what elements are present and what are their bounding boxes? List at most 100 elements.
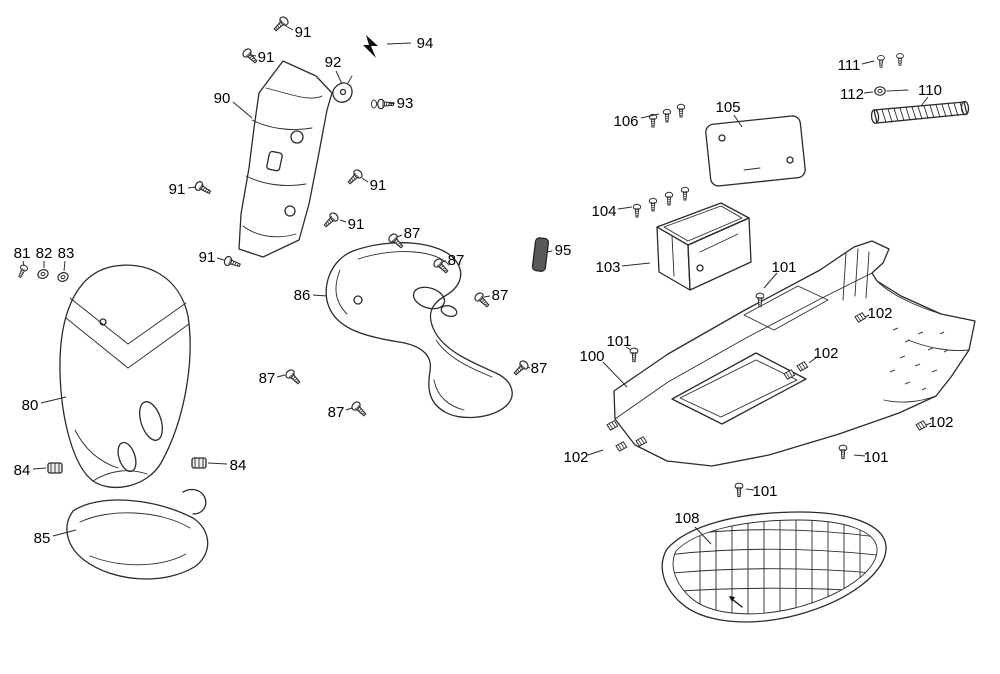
callout-label-102: 102: [563, 449, 588, 466]
callout-label-106: 106: [613, 113, 638, 130]
part-87-screw: [386, 231, 406, 251]
part-94-hook: [363, 35, 378, 58]
leader-line-87: [483, 295, 491, 298]
direction-arrow-icon: [729, 596, 735, 602]
floor-panel-texture: [889, 327, 949, 391]
callout-label-91: 91: [258, 49, 275, 66]
callout-label-108: 108: [674, 510, 699, 527]
callout-label-87: 87: [259, 370, 276, 387]
callout-label-111: 111: [838, 57, 861, 74]
callout-label-91: 91: [370, 177, 387, 194]
leader-line-104: [617, 206, 633, 210]
part-102-clip: [795, 360, 809, 373]
part-86-front-fender: [325, 242, 513, 419]
callout-label-90: 90: [214, 90, 231, 107]
part-106-screws: [648, 103, 686, 128]
leader-line-80: [40, 396, 67, 404]
callout-label-87: 87: [328, 404, 345, 421]
callout-label-85: 85: [34, 530, 51, 547]
part-104-screw: [680, 186, 690, 201]
part-104-screws: [632, 186, 690, 218]
callout-label-101: 101: [752, 483, 777, 500]
callout-label-110: 110: [918, 82, 942, 99]
part-87-screw: [349, 399, 369, 419]
part-103-battery-box: [656, 202, 752, 291]
part-106-screw: [676, 103, 686, 118]
part-81-screw: [15, 263, 29, 280]
leader-line-93: [388, 102, 396, 105]
leader-line-112: [863, 91, 874, 94]
leader-line-101: [763, 272, 778, 289]
part-110-cross-bar: [870, 100, 970, 124]
part-102-clip: [853, 311, 867, 324]
callout-label-92: 92: [325, 54, 342, 71]
callout-label-101: 101: [863, 449, 888, 466]
leader-line-102: [925, 422, 932, 426]
part-83-washer: [56, 270, 70, 284]
leader-line-101: [625, 346, 632, 351]
part-102-clip: [914, 419, 928, 432]
callout-label-102: 102: [867, 305, 892, 322]
leader-line-95: [546, 250, 553, 253]
part-93-screw: [371, 98, 395, 110]
callout-label-101: 101: [771, 259, 796, 276]
part-91-screw: [222, 254, 242, 271]
part-105-plate: [705, 115, 806, 187]
part-80-front-cover: [59, 264, 191, 489]
part-101-screw: [838, 444, 848, 460]
leader-line-105: [733, 114, 743, 128]
callout-label-112: 112: [840, 86, 864, 103]
callout-label-100: 100: [579, 348, 604, 365]
leader-line-106: [640, 113, 660, 119]
leader-line-90: [232, 101, 253, 119]
leader-line-83: [63, 260, 66, 272]
part-102-clip: [614, 440, 628, 453]
leader-line-91: [361, 177, 369, 183]
callout-label-91: 91: [199, 249, 216, 266]
callout-label-104: 104: [591, 203, 616, 220]
leader-line-85: [52, 529, 77, 537]
callout-label-102: 102: [928, 414, 953, 431]
part-87-screw: [472, 290, 492, 310]
leader-line-92: [335, 70, 343, 85]
callout-label-94: 94: [417, 35, 434, 52]
leader-line-81: [22, 260, 25, 267]
leader-line-111: [861, 60, 875, 65]
leader-line-87: [345, 407, 353, 411]
part-104-screw: [664, 191, 674, 206]
leader-line-103: [621, 262, 651, 267]
part-84-clip-right: [191, 457, 207, 469]
part-106-screw: [662, 108, 672, 123]
leader-line-86: [312, 294, 328, 297]
part-87-screws: [283, 231, 531, 419]
part-91-screw: [321, 210, 341, 230]
leader-line-91: [187, 186, 197, 189]
callout-label-84: 84: [230, 457, 247, 474]
part-101-screws: [629, 292, 848, 498]
callout-label-87: 87: [492, 287, 509, 304]
callout-label-83: 83: [58, 245, 75, 262]
callout-label-101: 101: [606, 333, 631, 350]
callout-label-93: 93: [397, 95, 414, 112]
part-91-screw: [271, 14, 291, 34]
leader-line-87: [396, 234, 403, 238]
callout-label-91: 91: [295, 24, 312, 41]
leader-line-87: [276, 374, 286, 378]
leader-line-102: [808, 356, 818, 364]
part-91-screw: [193, 179, 213, 197]
leader-line-102: [864, 314, 870, 318]
callout-label-84: 84: [14, 462, 31, 479]
leader-line-87: [526, 366, 531, 369]
part-82-washer: [36, 267, 50, 281]
part-102-clips: [605, 311, 928, 453]
callout-label-87: 87: [531, 360, 548, 377]
leader-line-94: [386, 42, 412, 45]
leader-line-87: [441, 260, 447, 263]
part-101-screw: [629, 347, 639, 363]
leader-line-101: [853, 454, 866, 457]
callout-label-86: 86: [294, 287, 311, 304]
part-87-screw: [283, 367, 303, 387]
part-91-screw: [345, 167, 365, 187]
